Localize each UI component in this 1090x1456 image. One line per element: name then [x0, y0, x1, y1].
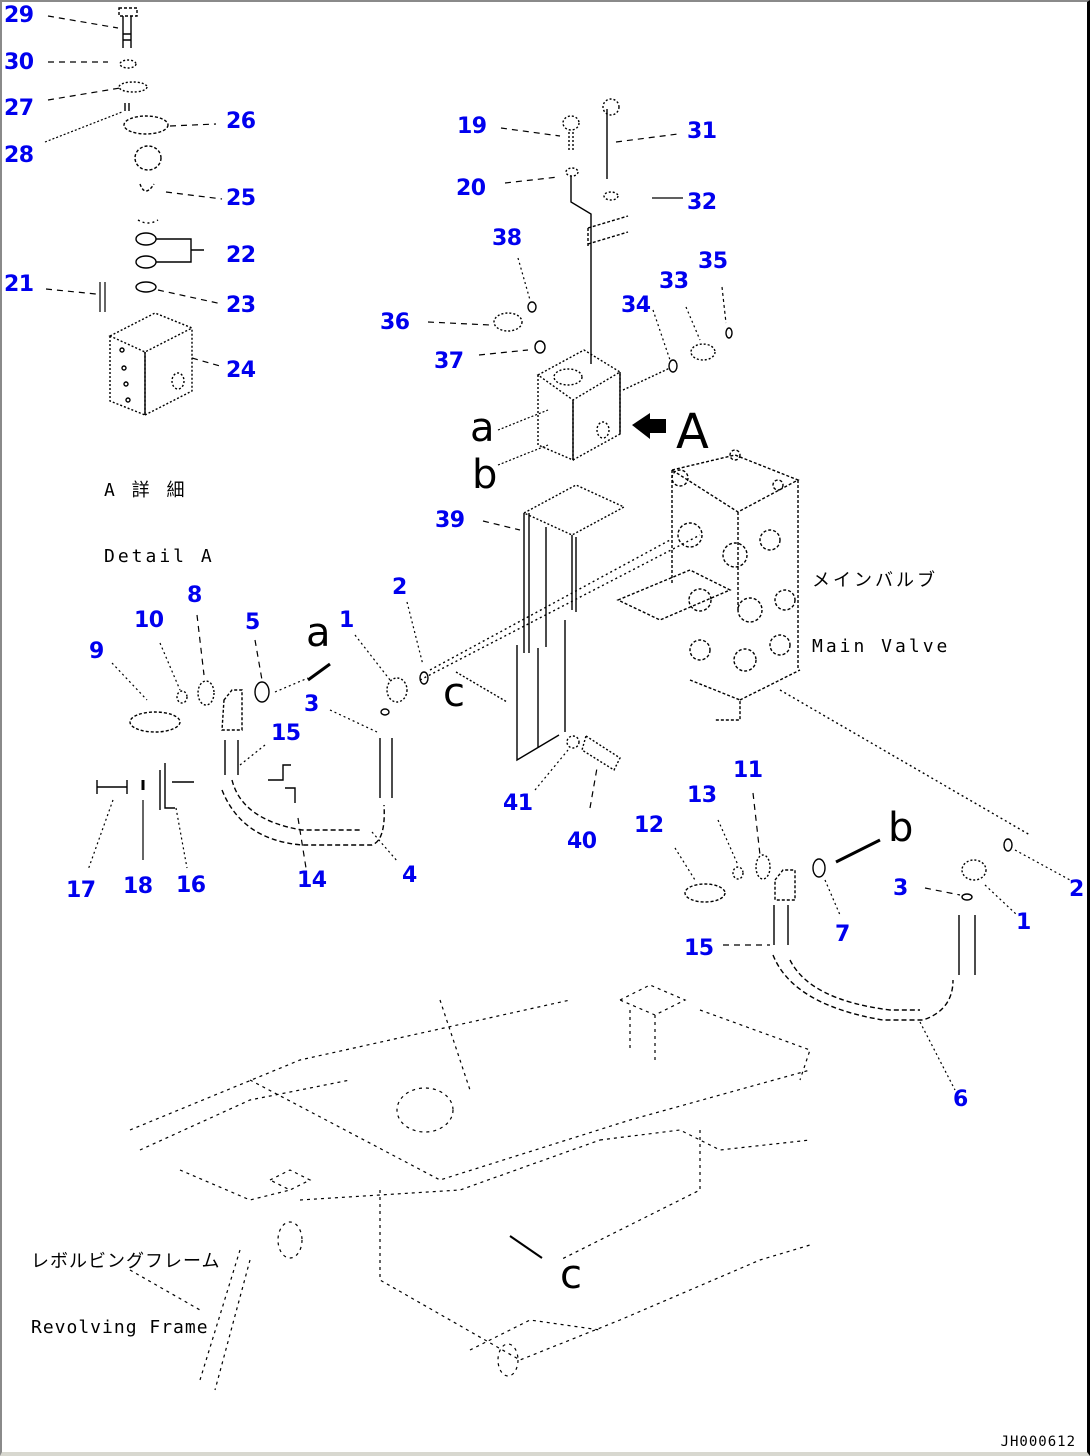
callout-18[interactable]: 18: [123, 874, 153, 899]
view-letter-c-bracket: c: [443, 670, 465, 716]
callout-9[interactable]: 9: [89, 639, 104, 664]
callout-2-left[interactable]: 2: [392, 575, 407, 600]
revolving-frame-label-en: Revolving Frame: [31, 1317, 209, 1338]
callout-3-left[interactable]: 3: [304, 692, 319, 717]
bracket-39: [419, 484, 701, 772]
callout-25[interactable]: 25: [226, 186, 256, 211]
valve-block-assembly: [493, 98, 733, 462]
callout-36[interactable]: 36: [380, 310, 410, 335]
view-letter-a-block: a: [470, 405, 495, 451]
right-hose-leaders: [674, 792, 1071, 1091]
view-letter-a-hose: a: [306, 610, 331, 656]
callout-11[interactable]: 11: [733, 758, 763, 783]
callout-15-right[interactable]: 15: [684, 936, 714, 961]
right-hose-assembly: [684, 838, 1013, 1021]
main-valve-label-en: Main Valve: [812, 636, 951, 657]
view-arrow-c: [509, 1235, 543, 1259]
callout-10[interactable]: 10: [134, 608, 164, 633]
callout-31[interactable]: 31: [687, 119, 717, 144]
callout-3-right[interactable]: 3: [893, 876, 908, 901]
detail-a-leaders: [44, 15, 223, 367]
left-hose-assembly: [96, 662, 429, 846]
callout-24[interactable]: 24: [226, 358, 256, 383]
callout-12[interactable]: 12: [634, 813, 664, 838]
callout-21[interactable]: 21: [4, 272, 34, 297]
callout-33[interactable]: 33: [659, 269, 689, 294]
callout-1-right[interactable]: 1: [1016, 910, 1031, 935]
callout-14[interactable]: 14: [297, 868, 327, 893]
callout-4[interactable]: 4: [402, 863, 417, 888]
callout-27[interactable]: 27: [4, 96, 34, 121]
callout-2-right[interactable]: 2: [1069, 877, 1084, 902]
detail-a-assembly: [99, 7, 204, 417]
callout-30[interactable]: 30: [4, 50, 34, 75]
callout-34[interactable]: 34: [621, 293, 651, 318]
left-hose-leaders: [87, 601, 424, 871]
callout-39[interactable]: 39: [435, 508, 465, 533]
valve-block-leaders: [427, 127, 727, 466]
revolving-frame-label: レボルビングフレーム Revolving Frame: [31, 1207, 220, 1361]
callout-16[interactable]: 16: [176, 873, 206, 898]
view-letter-b-hose: b: [888, 805, 914, 851]
callout-8[interactable]: 8: [187, 583, 202, 608]
callout-35[interactable]: 35: [698, 249, 728, 274]
bracket-leaders: [482, 520, 598, 809]
callout-6[interactable]: 6: [953, 1087, 968, 1112]
revolving-frame-label-jp: レボルビングフレーム: [31, 1251, 221, 1272]
main-valve: [429, 449, 1031, 836]
view-arrow-A: [632, 413, 666, 439]
drawing-number: JH000612: [1000, 1434, 1076, 1450]
callout-20[interactable]: 20: [456, 176, 486, 201]
view-letter-c-frame: c: [560, 1252, 582, 1298]
main-valve-label: メインバルブ Main Valve: [812, 526, 950, 680]
detail-a-caption-jp: A 詳 細: [104, 480, 188, 501]
callout-29[interactable]: 29: [4, 3, 34, 28]
detail-a-caption-en: Detail A: [104, 546, 215, 567]
callout-23[interactable]: 23: [226, 293, 256, 318]
callout-13[interactable]: 13: [687, 783, 717, 808]
callout-37[interactable]: 37: [434, 349, 464, 374]
callout-40[interactable]: 40: [567, 829, 597, 854]
callout-5[interactable]: 5: [245, 610, 260, 635]
main-valve-label-jp: メインバルブ: [812, 570, 938, 591]
view-letter-b-block: b: [472, 452, 498, 498]
callout-32[interactable]: 32: [687, 190, 717, 215]
callout-41[interactable]: 41: [503, 791, 533, 816]
callout-7[interactable]: 7: [835, 922, 850, 947]
callout-22[interactable]: 22: [226, 243, 256, 268]
callout-17[interactable]: 17: [66, 878, 96, 903]
callout-38[interactable]: 38: [492, 226, 522, 251]
callout-28[interactable]: 28: [4, 143, 34, 168]
callout-1-left[interactable]: 1: [339, 608, 354, 633]
callout-15-left[interactable]: 15: [271, 721, 301, 746]
revolving-frame: [129, 984, 811, 1391]
callout-26[interactable]: 26: [226, 109, 256, 134]
callout-19[interactable]: 19: [457, 114, 487, 139]
view-letter-A: A: [676, 404, 709, 460]
detail-a-caption: A 詳 細 Detail A: [104, 436, 215, 590]
